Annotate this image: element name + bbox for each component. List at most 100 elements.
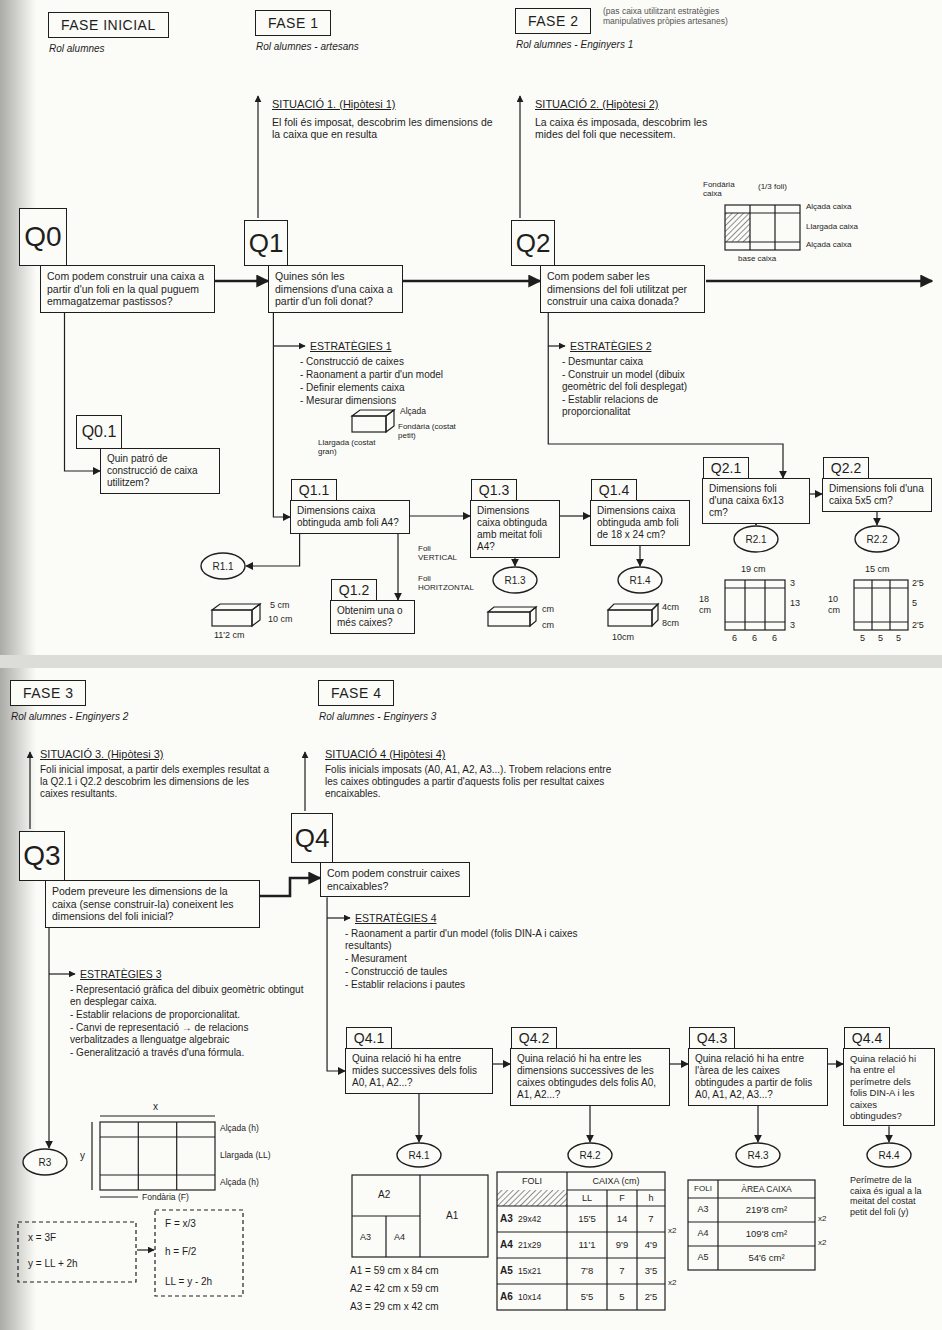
strategy-arrow xyxy=(327,917,350,918)
table-cell: 15'5 xyxy=(567,1213,607,1224)
dimension-label: 6 xyxy=(732,633,737,644)
table-cell: A3 xyxy=(688,1204,718,1215)
dimension-label: 4cm xyxy=(662,602,679,613)
question-code: Q4.3 xyxy=(689,1027,735,1049)
dimension-label: 3 xyxy=(790,620,795,631)
ellipse-shape xyxy=(618,567,662,593)
strategy-item: - Definir elements caixa xyxy=(300,382,404,394)
dimension-label: 10cm xyxy=(612,632,634,643)
table-cell: 7 xyxy=(607,1265,637,1276)
table-cell: CAIXA (cm) xyxy=(567,1176,665,1187)
flow-arrow xyxy=(493,1063,510,1064)
question-text: Com podem saber les dimensions del foli … xyxy=(547,270,698,308)
table-cell: A3 xyxy=(500,1213,513,1225)
result-ellipse: R2.2 xyxy=(854,525,900,553)
dimension-label: 2'5 xyxy=(912,620,924,631)
question-code: Q2.2 xyxy=(823,457,869,479)
question-text: Dimensions caixa obtinguda amb foli A4? xyxy=(297,505,403,529)
unfolded-sheet xyxy=(725,205,800,250)
fold-line xyxy=(854,587,908,588)
result-ellipse: R1.1 xyxy=(200,552,246,580)
question-text: Dimensions caixa obtinguda amb meitat fo… xyxy=(477,505,553,553)
question-box: Q4.4Quina relació hi ha entre el perímet… xyxy=(843,1048,935,1126)
box-sketch xyxy=(212,610,252,626)
table-cell: 7'8 xyxy=(567,1265,607,1276)
question-code: Q1.1 xyxy=(291,479,337,501)
situation-heading: SITUACIÓ 1. (Hipòtesi 1) xyxy=(272,98,395,111)
fold-line xyxy=(749,205,750,250)
dimension-label: 5 xyxy=(912,598,917,609)
dimension-label: 15 cm xyxy=(865,564,890,575)
table-hatch xyxy=(497,1190,567,1206)
sheet-label: A2 xyxy=(378,1189,390,1201)
result-code: R3 xyxy=(39,1157,52,1168)
table-cell: F xyxy=(607,1193,637,1204)
table-cell: 109'8 cm² xyxy=(718,1228,815,1239)
question-box: Q1.1Dimensions caixa obtinguda amb foli … xyxy=(290,500,410,534)
table-cell: 9'9 xyxy=(607,1239,637,1250)
question-box: Q2.1Dimensions foli d'una caixa 6x13 cm? xyxy=(702,478,810,524)
question-box: Q1Quines són les dimensions d'una caixa … xyxy=(268,265,403,313)
question-code: Q1.4 xyxy=(591,479,637,501)
table-cell: 5 xyxy=(607,1291,637,1302)
flow-arrow xyxy=(397,534,398,600)
result-ellipse: R4.4 xyxy=(866,1142,912,1168)
formula: A1 = 59 cm x 84 cm xyxy=(350,1265,439,1277)
role-text: Rol alumnes - artesans xyxy=(256,41,359,52)
table-cell: h xyxy=(637,1193,665,1204)
question-box: Q3Podem preveure les dimensions de la ca… xyxy=(45,880,260,928)
table-cell: A6 xyxy=(500,1291,513,1303)
page-gap xyxy=(0,655,942,668)
question-code: Q1 xyxy=(244,220,288,266)
box-sketch xyxy=(608,604,658,610)
main-flow-arrow xyxy=(215,280,268,283)
result-code: R4.4 xyxy=(878,1150,899,1161)
scan-shadow xyxy=(0,668,36,1330)
role-text: Rol alumnes xyxy=(49,43,105,54)
dimension-label: Alçada (h) xyxy=(220,1123,259,1133)
table-cell: A5 xyxy=(688,1252,718,1263)
dimension-label: base caixa xyxy=(738,254,776,263)
question-box: Q1.3Dimensions caixa obtinguda amb meita… xyxy=(470,500,560,558)
table-rule xyxy=(497,1231,665,1232)
table-rule xyxy=(497,1257,665,1258)
up-arrow xyxy=(29,752,30,829)
scan-shadow xyxy=(0,0,36,655)
flow-arrow xyxy=(828,1063,843,1064)
question-text: Obtenim una o més caixes? xyxy=(337,605,408,629)
sheet-label: A3 xyxy=(360,1232,371,1243)
result-code: R1.3 xyxy=(504,575,525,586)
dimension-label: 6 xyxy=(752,633,757,644)
flow-arrow xyxy=(327,897,345,1071)
table-rule xyxy=(688,1197,815,1198)
table-cell: ÀREA CAIXA xyxy=(718,1184,815,1194)
fold-line xyxy=(138,1122,139,1190)
question-code: Q4.2 xyxy=(511,1027,557,1049)
sheet-label: A1 xyxy=(446,1210,458,1222)
table-rule xyxy=(497,1205,665,1206)
phase-box: FASE 3Rol alumnes - Enginyers 2 xyxy=(10,680,86,706)
question-text: Dimensions foli d'una caixa 5x5 cm? xyxy=(829,483,925,507)
flow-arrow xyxy=(639,546,640,566)
strategy-item: - Establir relacions i pautes xyxy=(345,979,465,991)
box-sketch xyxy=(386,410,394,432)
fold-line xyxy=(725,587,785,588)
dimension-label: 3 xyxy=(790,578,795,589)
dimension-label: 5 cm xyxy=(270,600,290,611)
dimension-label: cm xyxy=(542,620,554,631)
ellipse-shape xyxy=(736,1143,780,1167)
up-arrow xyxy=(304,752,305,811)
question-box: Q4Com podem construir caixes encaixables… xyxy=(320,862,470,897)
dimension-label: Fondària (F) xyxy=(142,1192,189,1202)
dimension-label: x xyxy=(153,1101,158,1113)
dimension-label: y xyxy=(80,1150,85,1162)
main-flow-arrow xyxy=(260,878,320,896)
question-code: Q1.2 xyxy=(331,579,377,601)
question-text: Quina relació hi ha entre el perímetre d… xyxy=(850,1053,928,1121)
phase-title: FASE 3 xyxy=(23,685,73,701)
dimension-label: 5 xyxy=(878,633,883,644)
table-cell: 2'5 xyxy=(637,1291,665,1302)
strategy-item: - Representació gràfica del dibuix geomè… xyxy=(70,984,305,1008)
formula: h = F/2 xyxy=(165,1246,196,1258)
